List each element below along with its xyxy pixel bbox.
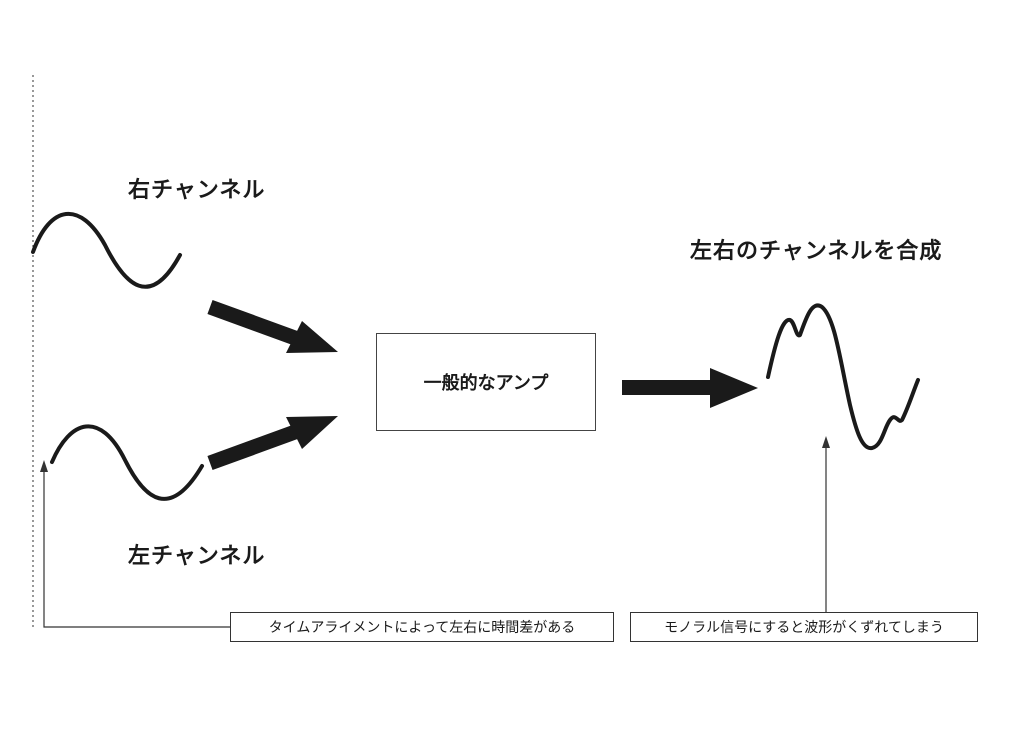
time-alignment-note: タイムアライメントによって左右に時間差がある bbox=[230, 612, 614, 642]
mono-signal-pointer bbox=[822, 436, 830, 612]
mono-signal-note: モノラル信号にすると波形がくずれてしまう bbox=[630, 612, 978, 642]
mono-signal-note-text: モノラル信号にすると波形がくずれてしまう bbox=[664, 620, 944, 636]
right-to-amp-arrow bbox=[207, 299, 338, 353]
left-channel-wave bbox=[50, 424, 204, 501]
right-channel-wave bbox=[31, 212, 182, 289]
amp-to-output-arrow bbox=[622, 368, 758, 408]
time-alignment-pointer bbox=[40, 460, 230, 628]
amp-label: 一般的なアンプ bbox=[423, 373, 549, 394]
left-to-amp-arrow bbox=[207, 416, 338, 471]
left-channel-label: 左チャンネル bbox=[128, 544, 266, 569]
right-channel-label: 右チャンネル bbox=[128, 178, 266, 203]
combined-channel-label: 左右のチャンネルを合成 bbox=[690, 239, 943, 264]
amp-box: 一般的なアンプ bbox=[376, 333, 596, 431]
combined-wave bbox=[766, 303, 920, 451]
time-alignment-note-text: タイムアライメントによって左右に時間差がある bbox=[268, 620, 576, 636]
